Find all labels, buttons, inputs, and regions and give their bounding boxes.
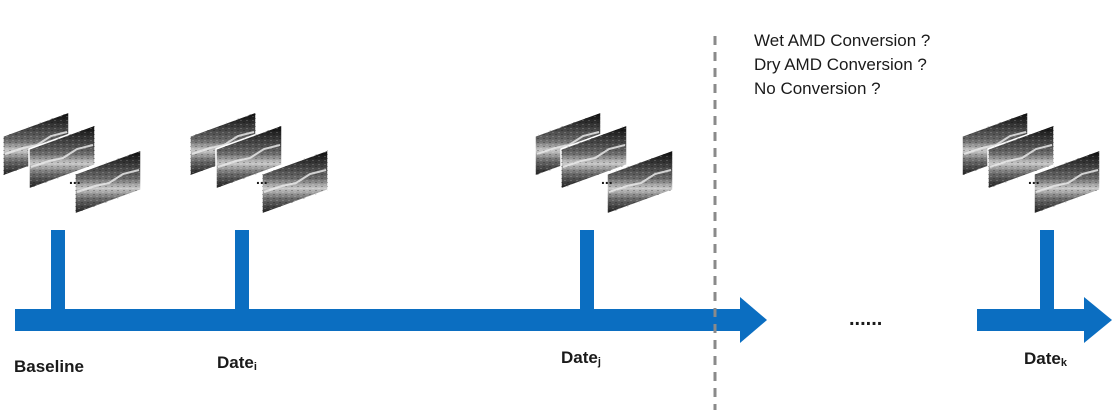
question-wet-amd: Wet AMD Conversion ? <box>754 31 931 50</box>
label-baseline: Baseline <box>14 357 84 376</box>
tick-date-k <box>1040 230 1054 312</box>
label-date-k: Datek <box>1024 349 1067 369</box>
stack-ellipsis-date-j: ... <box>601 171 613 187</box>
timeline-bar <box>15 309 743 331</box>
stack-ellipsis-date-k: ... <box>1028 171 1040 187</box>
label-date-j: Datej <box>561 348 601 368</box>
tick-date-j <box>580 230 594 312</box>
oct-scan-date-j-2 <box>560 123 628 191</box>
label-date-i: Datei <box>217 353 257 373</box>
timeline-bar-future <box>977 309 1086 331</box>
oct-scan-baseline-2 <box>28 123 96 191</box>
timeline-arrowhead-future <box>1084 297 1112 343</box>
oct-scan-date-i-2 <box>215 123 283 191</box>
oct-scan-date-j-3 <box>606 148 674 216</box>
gap-ellipsis: ...... <box>849 308 882 330</box>
stack-ellipsis-baseline: ... <box>69 171 81 187</box>
oct-scan-date-k-3 <box>1033 148 1101 216</box>
oct-scan-date-k-2 <box>987 123 1055 191</box>
question-no-conversion: No Conversion ? <box>754 79 881 98</box>
timeline-arrowhead <box>740 297 767 343</box>
oct-scan-date-j-1 <box>534 110 602 178</box>
tick-baseline <box>51 230 65 312</box>
question-dry-amd: Dry AMD Conversion ? <box>754 55 927 74</box>
oct-scan-date-i-3 <box>261 148 329 216</box>
stack-ellipsis-date-i: ... <box>256 171 268 187</box>
tick-date-i <box>235 230 249 312</box>
oct-scan-baseline-3 <box>74 148 142 216</box>
